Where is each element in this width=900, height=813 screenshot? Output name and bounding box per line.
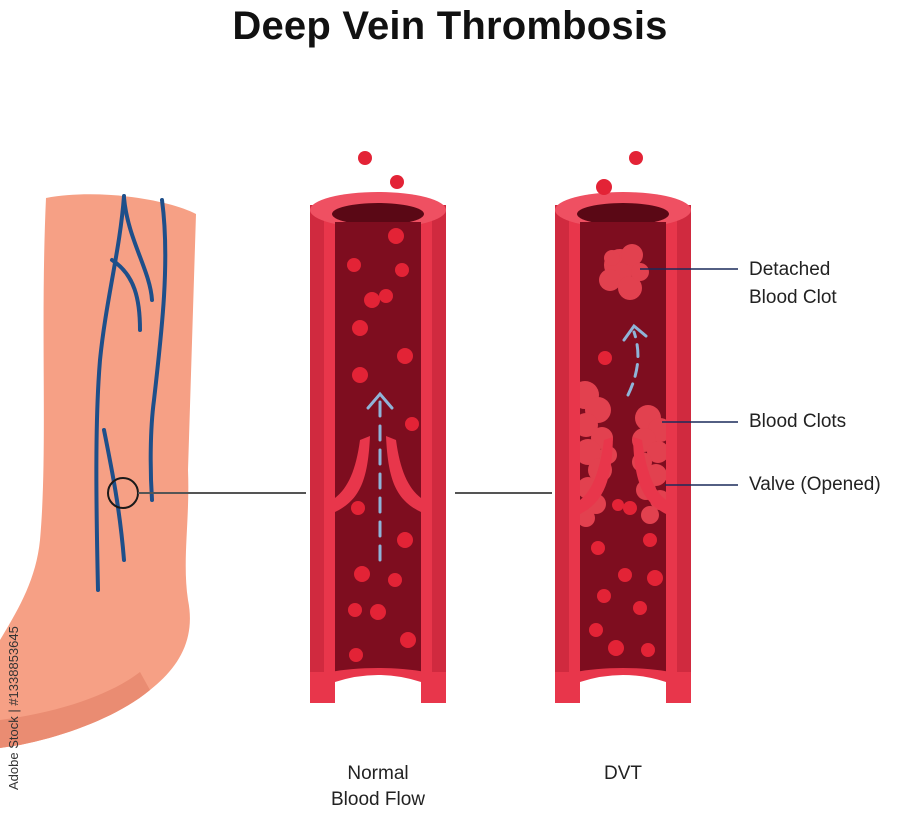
normal-flow-arrow (366, 391, 394, 562)
blood-cell (633, 601, 647, 615)
blood-cell (348, 603, 362, 617)
label-leader-lines (640, 268, 738, 486)
blood-cell (641, 643, 655, 657)
dvt-vessel-wall-shade-left (555, 205, 569, 703)
blood-cell (354, 566, 370, 582)
blood-cell (598, 351, 612, 365)
blood-cell (364, 292, 380, 308)
normal-vessel (310, 151, 446, 703)
blood-cell (643, 533, 657, 547)
label-detached-line-1: Detached (749, 259, 831, 280)
blood-cell (349, 648, 363, 662)
blood-cell (352, 320, 368, 336)
leg-veins (94, 194, 168, 592)
normal-vessel-bottom-opening (335, 675, 421, 703)
blood-cell (358, 151, 372, 165)
vein-lower (102, 428, 126, 562)
blood-cell (405, 417, 419, 431)
detached-clot (599, 244, 649, 300)
vein-main (94, 194, 126, 592)
caption-normal-line-1: Normal (347, 763, 409, 784)
label-detached-blood-clot: Detached Blood Clot (749, 256, 837, 312)
normal-vessel-bottom-wall-right (421, 672, 446, 703)
blood-cell (608, 640, 624, 656)
dvt-valve-right (633, 437, 666, 514)
blood-cell (623, 501, 637, 515)
caption-dvt: DVT (604, 763, 642, 784)
blood-cell (351, 501, 365, 515)
stock-watermark: Adobe Stock | #1338853645 (6, 626, 21, 790)
blood-cell (397, 532, 413, 548)
dvt-valve-left (580, 437, 613, 514)
blood-cell (352, 367, 368, 383)
normal-valve-right (386, 436, 421, 512)
normal-vessel-wall-shade-right (432, 205, 446, 703)
normal-vessel-wall-shade-left (310, 205, 324, 703)
blood-cell (629, 151, 643, 165)
page-title: Deep Vein Thrombosis (232, 4, 668, 48)
label-blood-clots: Blood Clots (749, 411, 847, 432)
vein-right (148, 198, 168, 502)
dvt-lumen-contents (580, 244, 666, 657)
blood-cell (400, 632, 416, 648)
dvt-vessel (555, 151, 691, 703)
blood-cell (589, 623, 603, 637)
blood-cell (618, 568, 632, 582)
leg-illustration (0, 194, 306, 748)
blood-cell (379, 289, 393, 303)
leg-shadow (0, 672, 150, 748)
blood-cell (370, 604, 386, 620)
caption-normal-line-2: Blood Flow (331, 789, 425, 810)
dvt-flow-arrow (622, 323, 648, 397)
vein-branch-2 (122, 196, 154, 302)
blood-cell (597, 589, 611, 603)
normal-vessel-bottom-wall-left (310, 672, 335, 703)
label-valve-opened: Valve (Opened) (749, 474, 881, 495)
blood-cell (395, 263, 409, 277)
dvt-vessel-bottom-wall-left (555, 672, 580, 703)
caption-normal-blood-flow: Normal Blood Flow (308, 761, 448, 813)
blood-cell (347, 258, 361, 272)
blood-cell (612, 499, 624, 511)
dvt-vessel-wall-shade-right (677, 205, 691, 703)
dvt-blood-cells (589, 351, 663, 657)
blood-cell (390, 175, 404, 189)
normal-valve-left (335, 436, 370, 512)
blood-cell (647, 570, 663, 586)
blood-cell (397, 348, 413, 364)
dvt-vessel-top-opening (577, 203, 669, 225)
blood-cell (388, 573, 402, 587)
normal-vessel-top-opening (332, 203, 424, 225)
blood-cell (591, 541, 605, 555)
normal-blood-cells (347, 228, 419, 662)
blood-cell (596, 179, 612, 195)
dvt-vessel-bottom-wall-right (666, 672, 691, 703)
vein-branch-1 (110, 258, 142, 332)
blood-cell (388, 228, 404, 244)
dvt-vessel-bottom-opening (580, 675, 666, 703)
label-detached-line-2: Blood Clot (749, 287, 837, 308)
